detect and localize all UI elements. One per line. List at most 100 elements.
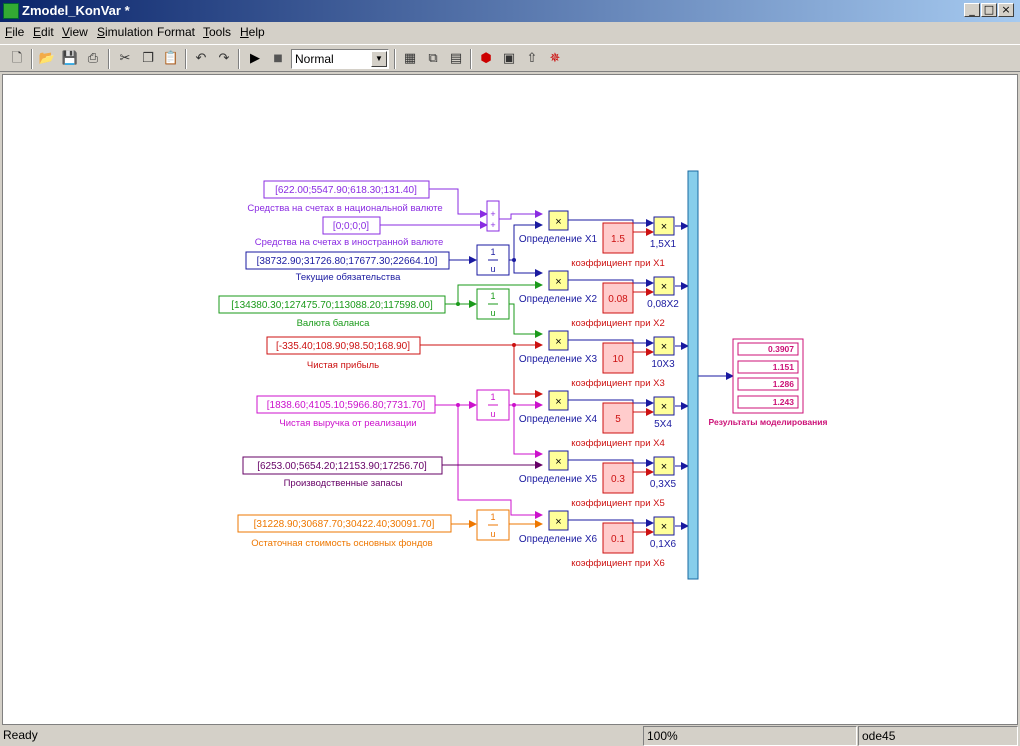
- gain-product-block[interactable]: [653, 216, 675, 236]
- menu-file[interactable]: File: [5, 25, 25, 39]
- constant-label: Чистая прибыль: [307, 360, 379, 371]
- menu-tools[interactable]: Tools: [203, 25, 232, 39]
- sum-block[interactable]: + +: [486, 200, 500, 232]
- constant-block[interactable]: [266, 336, 421, 355]
- coefficient-value: 1.5: [611, 234, 625, 245]
- constant-value: [1838.60;4105.10;5966.80;7731.70]: [267, 400, 426, 411]
- model-canvas[interactable]: [622.00;5547.90;618.30;131.40] Средства …: [2, 74, 1018, 725]
- svg-text:×: ×: [555, 216, 561, 228]
- reciprocal-block[interactable]: 1 u: [476, 389, 510, 421]
- undo-icon[interactable]: ↶: [195, 51, 207, 66]
- constant-block[interactable]: [322, 216, 381, 235]
- junction-dots: [456, 258, 516, 407]
- stage-output-label: 10X3: [651, 359, 675, 370]
- gain-product-block[interactable]: [653, 396, 675, 416]
- go-to-parent-icon[interactable]: ⇧: [526, 51, 538, 66]
- svg-text:×: ×: [555, 276, 561, 288]
- constant-block[interactable]: [263, 180, 430, 199]
- play-icon[interactable]: ▶: [250, 51, 260, 66]
- svg-text:×: ×: [661, 341, 667, 353]
- sum-sign: +: [490, 209, 495, 219]
- gain-product-block[interactable]: [653, 516, 675, 536]
- coefficient-block[interactable]: [602, 402, 634, 434]
- stage-definition-label: Определение X1: [519, 234, 598, 245]
- menu-view[interactable]: View: [62, 25, 88, 39]
- coefficient-value: 5: [615, 414, 621, 425]
- product-block[interactable]: [548, 510, 569, 531]
- minimize-button[interactable]: _: [964, 3, 980, 17]
- svg-text:×: ×: [555, 456, 561, 468]
- constant-label: Текущие обязательства: [296, 272, 401, 283]
- paste-icon[interactable]: 📋: [162, 51, 180, 66]
- debug-icon[interactable]: ⬢: [480, 51, 492, 66]
- toolbar-separator: [185, 49, 187, 69]
- product-block[interactable]: [548, 270, 569, 291]
- status-bar: Ready 100% ode45: [0, 726, 1020, 746]
- save-icon[interactable]: 💾: [61, 51, 79, 66]
- menu-help[interactable]: Help: [240, 25, 265, 39]
- library-icon[interactable]: ▦: [403, 51, 417, 66]
- mux-block[interactable]: [687, 170, 699, 580]
- constant-block[interactable]: [242, 456, 443, 475]
- stage-row-4: × Определение X4 5 коэффициент при X4 × …: [519, 390, 696, 449]
- coefficient-label: коэффициент при X6: [571, 558, 665, 569]
- open-icon[interactable]: 📂: [38, 51, 56, 66]
- close-button[interactable]: ×: [998, 3, 1014, 17]
- toolbar-separator: [394, 49, 396, 69]
- display-block[interactable]: 0.3907 1.151 1.286 1.243: [732, 338, 804, 414]
- reciprocal-block[interactable]: 1 u: [476, 244, 510, 276]
- constant-label: Валюта баланса: [297, 318, 371, 329]
- toolbar-separator: [238, 49, 240, 69]
- coefficient-block[interactable]: [602, 342, 634, 374]
- reciprocal-block[interactable]: 1 u: [476, 288, 510, 320]
- new-icon[interactable]: 🗋: [11, 51, 23, 66]
- svg-text:×: ×: [661, 461, 667, 473]
- coefficient-block[interactable]: [602, 282, 634, 314]
- coefficient-block[interactable]: [602, 222, 634, 254]
- menu-format[interactable]: Format: [157, 25, 196, 39]
- simulation-mode-select[interactable]: Normal ▼: [291, 49, 389, 69]
- gain-product-block[interactable]: [653, 276, 675, 296]
- stage-definition-label: Определение X3: [519, 354, 598, 365]
- coefficient-label: коэффициент при X1: [571, 258, 665, 269]
- menu-edit[interactable]: Edit: [33, 25, 54, 39]
- subsystem-icon[interactable]: ✵: [549, 51, 561, 66]
- menu-simulation[interactable]: Simulation: [97, 25, 154, 39]
- gain-product-block[interactable]: [653, 336, 675, 356]
- stage-output-label: 0,08X2: [647, 299, 679, 310]
- svg-text:×: ×: [555, 516, 561, 528]
- cut-icon[interactable]: ✂: [119, 51, 131, 66]
- build-icon[interactable]: ⧉: [428, 51, 438, 66]
- constant-block[interactable]: [245, 251, 450, 270]
- gain-product-block[interactable]: [653, 456, 675, 476]
- coefficient-block[interactable]: [602, 522, 634, 554]
- coefficient-label: коэффициент при X2: [571, 318, 665, 329]
- maximize-button[interactable]: □: [981, 3, 997, 17]
- display-value: 1.151: [773, 362, 795, 372]
- product-block[interactable]: [548, 210, 569, 231]
- product-block[interactable]: [548, 450, 569, 471]
- constant-block[interactable]: [237, 514, 452, 533]
- coefficient-block[interactable]: [602, 462, 634, 494]
- sum-sign: +: [490, 220, 495, 230]
- product-block[interactable]: [548, 330, 569, 351]
- constant-block[interactable]: [218, 295, 446, 314]
- reciprocal-block[interactable]: 1 u: [476, 509, 510, 541]
- model-explorer-icon[interactable]: ▣: [502, 51, 516, 66]
- print-icon[interactable]: ⎙: [87, 51, 99, 66]
- svg-text:u: u: [490, 264, 495, 274]
- redo-icon[interactable]: ↷: [218, 51, 230, 66]
- copy-icon[interactable]: ❐: [142, 51, 154, 66]
- product-block[interactable]: [548, 390, 569, 411]
- stage-definition-label: Определение X4: [519, 414, 598, 425]
- svg-text:×: ×: [661, 221, 667, 233]
- chevron-down-icon[interactable]: ▼: [371, 51, 387, 67]
- display-value: 1.286: [773, 379, 795, 389]
- toolbar-separator: [470, 49, 472, 69]
- svg-text:×: ×: [661, 521, 667, 533]
- display-value: 1.243: [773, 397, 795, 407]
- constant-block[interactable]: [256, 395, 436, 414]
- stop-icon[interactable]: ■: [273, 53, 283, 64]
- stage-definition-label: Определение X6: [519, 534, 598, 545]
- update-icon[interactable]: ▤: [449, 51, 463, 66]
